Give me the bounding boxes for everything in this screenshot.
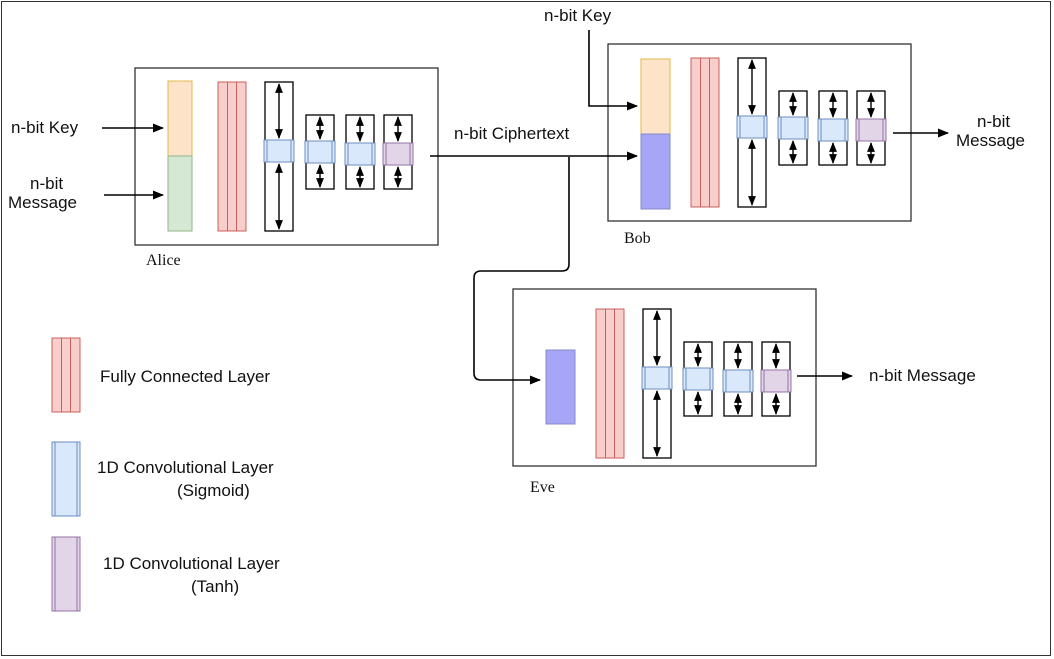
fc-layer-body [217, 81, 247, 232]
alice-conv3-block [344, 142, 376, 166]
legend-tanh-label-line1: 1D Convolutional Layer [103, 554, 280, 573]
legend-sigmoid-icon [51, 441, 81, 517]
bob-ciphertext-input-block [640, 133, 671, 210]
conv-block-body [722, 369, 754, 393]
legend-tanh-label-line2: (Tanh) [191, 577, 239, 596]
bob-key-input-block [640, 58, 671, 135]
alice-message-input-block [167, 155, 193, 232]
legend-fc-icon [51, 337, 81, 413]
eve-conv1-block [641, 366, 673, 390]
bob-conv3-block [817, 118, 849, 142]
alice-message-label-line2: Message [8, 193, 77, 212]
conv-block-body [855, 118, 887, 142]
alice-key-input-block [167, 80, 193, 157]
conv-block-body [777, 116, 809, 140]
eve-conv2-block [682, 367, 714, 391]
legend-tanh-body [51, 536, 81, 612]
legend: Fully Connected Layer 1D Convolutional L… [51, 337, 280, 612]
alice-key-label: n-bit Key [11, 118, 79, 137]
bob-name-label: Bob [624, 230, 651, 247]
conv-block-body [304, 140, 336, 164]
conv-block-body [736, 115, 768, 139]
eve-output-label: n-bit Message [869, 366, 976, 385]
alice-conv4-block [382, 142, 414, 166]
eve-network-box [512, 288, 817, 467]
alice-fc-layer [217, 81, 247, 232]
fc-layer-body [51, 337, 81, 413]
legend-tanh-icon [51, 536, 81, 612]
eve-fc-layer [595, 308, 625, 459]
conv-block-body [760, 369, 792, 393]
alice-conv1-block [263, 139, 295, 163]
bob-conv4-block [855, 118, 887, 142]
legend-sigmoid-label-line1: 1D Convolutional Layer [97, 458, 274, 477]
bob-key-label: n-bit Key [544, 6, 612, 25]
bob-output-label-line2: Message [956, 131, 1025, 150]
fc-layer-body [595, 308, 625, 459]
alice-conv2-block [304, 140, 336, 164]
conv-block-body [817, 118, 849, 142]
bob-conv1-block [736, 115, 768, 139]
ciphertext-label: n-bit Ciphertext [454, 124, 570, 143]
eve-conv3-block [722, 369, 754, 393]
eve-name-label: Eve [530, 479, 555, 496]
eve-ciphertext-input-block [545, 349, 576, 425]
eve-ciphertext-arrow [473, 157, 570, 385]
eve-conv4-block [760, 369, 792, 393]
alice-message-label-line1: n-bit [30, 174, 63, 193]
conv-block-body [682, 367, 714, 391]
fc-layer-body [690, 57, 720, 208]
bob-key-arrow [588, 30, 639, 111]
conv-block-body [382, 142, 414, 166]
alice-name-label: Alice [146, 252, 181, 269]
legend-fc-label: Fully Connected Layer [100, 367, 270, 386]
legend-sigmoid-body [51, 441, 81, 517]
bob-conv2-block [777, 116, 809, 140]
legend-sigmoid-label-line2: (Sigmoid) [177, 481, 250, 500]
bob-output-label-line1: n-bit [977, 112, 1010, 131]
conv-block-body [344, 142, 376, 166]
conv-block-body [641, 366, 673, 390]
bob-fc-layer [690, 57, 720, 208]
conv-block-body [263, 139, 295, 163]
